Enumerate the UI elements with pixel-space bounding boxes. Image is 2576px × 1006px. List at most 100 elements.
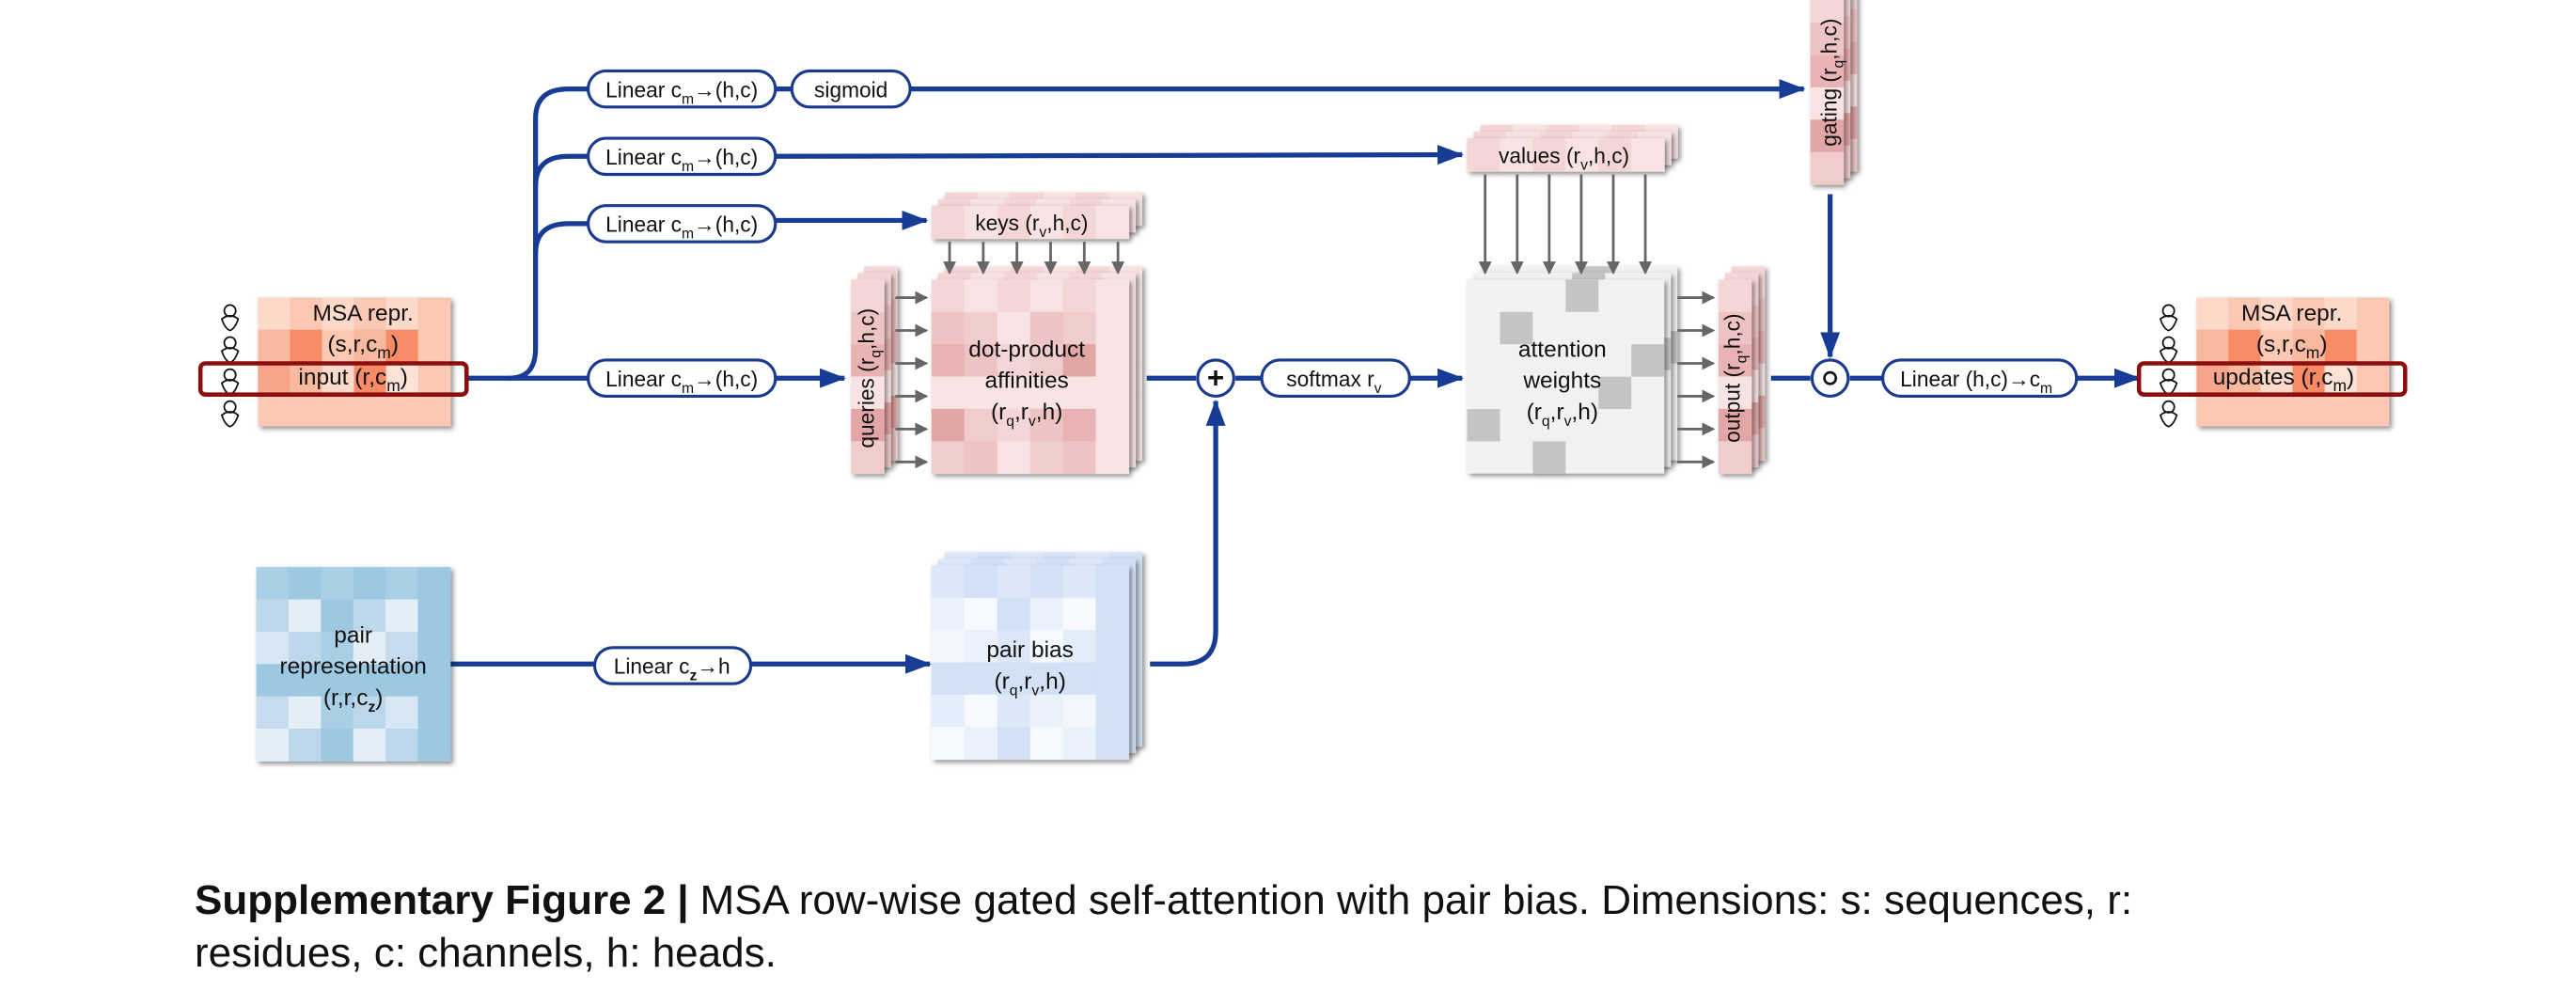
input-row-label: input (r,cm): [298, 365, 408, 395]
linear-queries-op[interactable]: Linear cm→(h,c): [587, 358, 778, 398]
elementwise-gate-op[interactable]: [1810, 358, 1850, 398]
attention-cell: [1565, 279, 1599, 312]
queries-tensor: [851, 266, 898, 475]
input-row-highlight[interactable]: [197, 361, 469, 397]
flow-branch-values: [533, 153, 589, 186]
queries-label: queries (rq,h,c): [855, 308, 885, 448]
svg-text:Linear cm→(h,c): Linear cm→(h,c): [605, 145, 758, 175]
gating-tensor-layer: [1810, 0, 1845, 185]
svg-text:(r,r,cz): (r,r,cz): [323, 685, 384, 715]
input-msa-block: MSA repr. (s,r,cm) input (r,cm): [197, 297, 469, 428]
svg-text:(rq,rv,h): (rq,rv,h): [991, 400, 1062, 430]
output-tensor-cells: [1718, 279, 1752, 475]
output-tensor: [1718, 266, 1766, 475]
person-icon: [2159, 304, 2178, 332]
pair-bias-tensor-cells: [931, 565, 1130, 761]
caption-separator: |: [677, 877, 689, 923]
figure-caption: Supplementary Figure 2|MSA row-wise gate…: [195, 874, 2451, 980]
flow-branch-trunk: [509, 86, 589, 381]
person-icon: [220, 304, 240, 332]
linear-values-op[interactable]: Linear cm→(h,c): [587, 136, 778, 177]
msa-title: MSA repr.: [312, 301, 413, 326]
svg-text:affinities: affinities: [985, 369, 1069, 394]
output-label: output (rq,h,c): [1720, 313, 1751, 442]
hadamard-icon: [1823, 370, 1838, 385]
linear-gate-op[interactable]: Linear cm→(h,c): [587, 69, 778, 109]
msa-species-icons: [2159, 304, 2178, 428]
rooster-icon: [2159, 400, 2178, 428]
svg-text:dot-product: dot-product: [968, 337, 1085, 362]
svg-text:Linear cz→h: Linear cz→h: [614, 654, 730, 684]
attention-label: attention weights (rq,rv,h): [1518, 337, 1607, 429]
svg-text:representation: representation: [280, 654, 427, 680]
keys-tensor: [931, 192, 1143, 240]
gating-label: gating (rq,h,c): [1817, 19, 1847, 147]
updates-row-highlight[interactable]: [2136, 361, 2408, 397]
svg-text:pair bias: pair bias: [986, 637, 1073, 663]
svg-text:(rq,rv,h): (rq,rv,h): [1527, 400, 1598, 430]
caption-line-2: residues, c: channels, h: heads.: [195, 930, 777, 976]
rabbit-icon: [220, 368, 240, 396]
fish-icon: [220, 336, 240, 364]
flow-branch-keys: [533, 221, 589, 254]
flow-lines: [449, 79, 2141, 674]
rooster-icon: [220, 400, 240, 428]
values-tensor: [1467, 125, 1678, 172]
linear-out-op[interactable]: Linear (h,c)→cm: [1881, 358, 2079, 398]
linear-pair-op[interactable]: Linear cz→h: [593, 646, 753, 685]
fish-icon: [2159, 336, 2178, 364]
pair-representation-cells: [256, 567, 451, 762]
svg-text:pair: pair: [334, 623, 372, 649]
svg-text:Linear cm→(h,c): Linear cm→(h,c): [605, 77, 758, 107]
msa-dims: (s,r,cm): [327, 332, 399, 362]
affinities-label: dot-product affinities (rq,rv,h): [968, 337, 1085, 429]
caption-text: MSA row-wise gated self-attention with p…: [699, 877, 2133, 923]
msa-output-cells: [2196, 297, 2390, 427]
attention-tensor: [1467, 266, 1678, 474]
caption-line-1: Supplementary Figure 2|MSA row-wise gate…: [195, 874, 2451, 927]
tensor-stacks: [256, 0, 1858, 762]
attention-cell: [1500, 311, 1533, 345]
svg-text:Linear (h,c)→cm: Linear (h,c)→cm: [1900, 367, 2052, 397]
svg-text:attention: attention: [1518, 337, 1607, 362]
output-tensor-layer: [1718, 279, 1752, 475]
attention-cell: [1532, 441, 1566, 474]
msa-title: MSA repr.: [2241, 301, 2342, 326]
queries-tensor-cells: [851, 279, 885, 475]
svg-text:(rq,rv,h): (rq,rv,h): [994, 668, 1065, 699]
updates-row-label: updates (r,cm): [2213, 365, 2355, 395]
add-op[interactable]: +: [1196, 358, 1235, 398]
queries-tensor-layer: [851, 279, 885, 475]
values-tensor-layer: [1467, 138, 1665, 172]
output-msa-block: MSA repr. (s,r,cm) updates (r,cm): [2136, 297, 2408, 428]
plus-icon: +: [1207, 362, 1224, 395]
affinities-tensor-cells: [931, 279, 1130, 475]
softmax-op[interactable]: softmax rv: [1260, 358, 1411, 398]
svg-text:softmax rv: softmax rv: [1286, 367, 1381, 397]
linear-keys-op[interactable]: Linear cm→(h,c): [587, 204, 778, 244]
attention-cell: [1467, 409, 1500, 442]
attention-cell: [1598, 376, 1632, 410]
keys-label: keys (rv,h,c): [975, 211, 1088, 241]
rabbit-icon: [2159, 368, 2178, 396]
svg-text:sigmoid: sigmoid: [814, 77, 887, 102]
keys-tensor-cells: [931, 205, 1130, 240]
pair-bias-tensor: [931, 552, 1143, 761]
pair-bias-tensor-layer: [931, 565, 1130, 761]
pair-representation-label: pair representation (r,r,cz): [280, 623, 427, 715]
affinities-tensor: [931, 266, 1143, 475]
caption-label: Supplementary Figure 2: [195, 877, 667, 923]
msa-input-cells: [258, 297, 451, 427]
grey-arrows: [895, 174, 1716, 469]
msa-heatmap: [258, 297, 451, 427]
msa-heatmap: [2196, 297, 2390, 427]
svg-text:Linear cm→(h,c): Linear cm→(h,c): [605, 367, 758, 397]
flow-linear-to-values: [775, 145, 1464, 165]
attention-cell: [1631, 344, 1665, 377]
flow-pairbias-to-add: [1150, 399, 1226, 667]
sigmoid-op[interactable]: sigmoid: [790, 69, 912, 109]
svg-text:Linear cm→(h,c): Linear cm→(h,c): [605, 212, 758, 243]
msa-species-icons: [220, 304, 240, 428]
pair-bias-label: pair bias (rq,rv,h): [986, 637, 1073, 699]
